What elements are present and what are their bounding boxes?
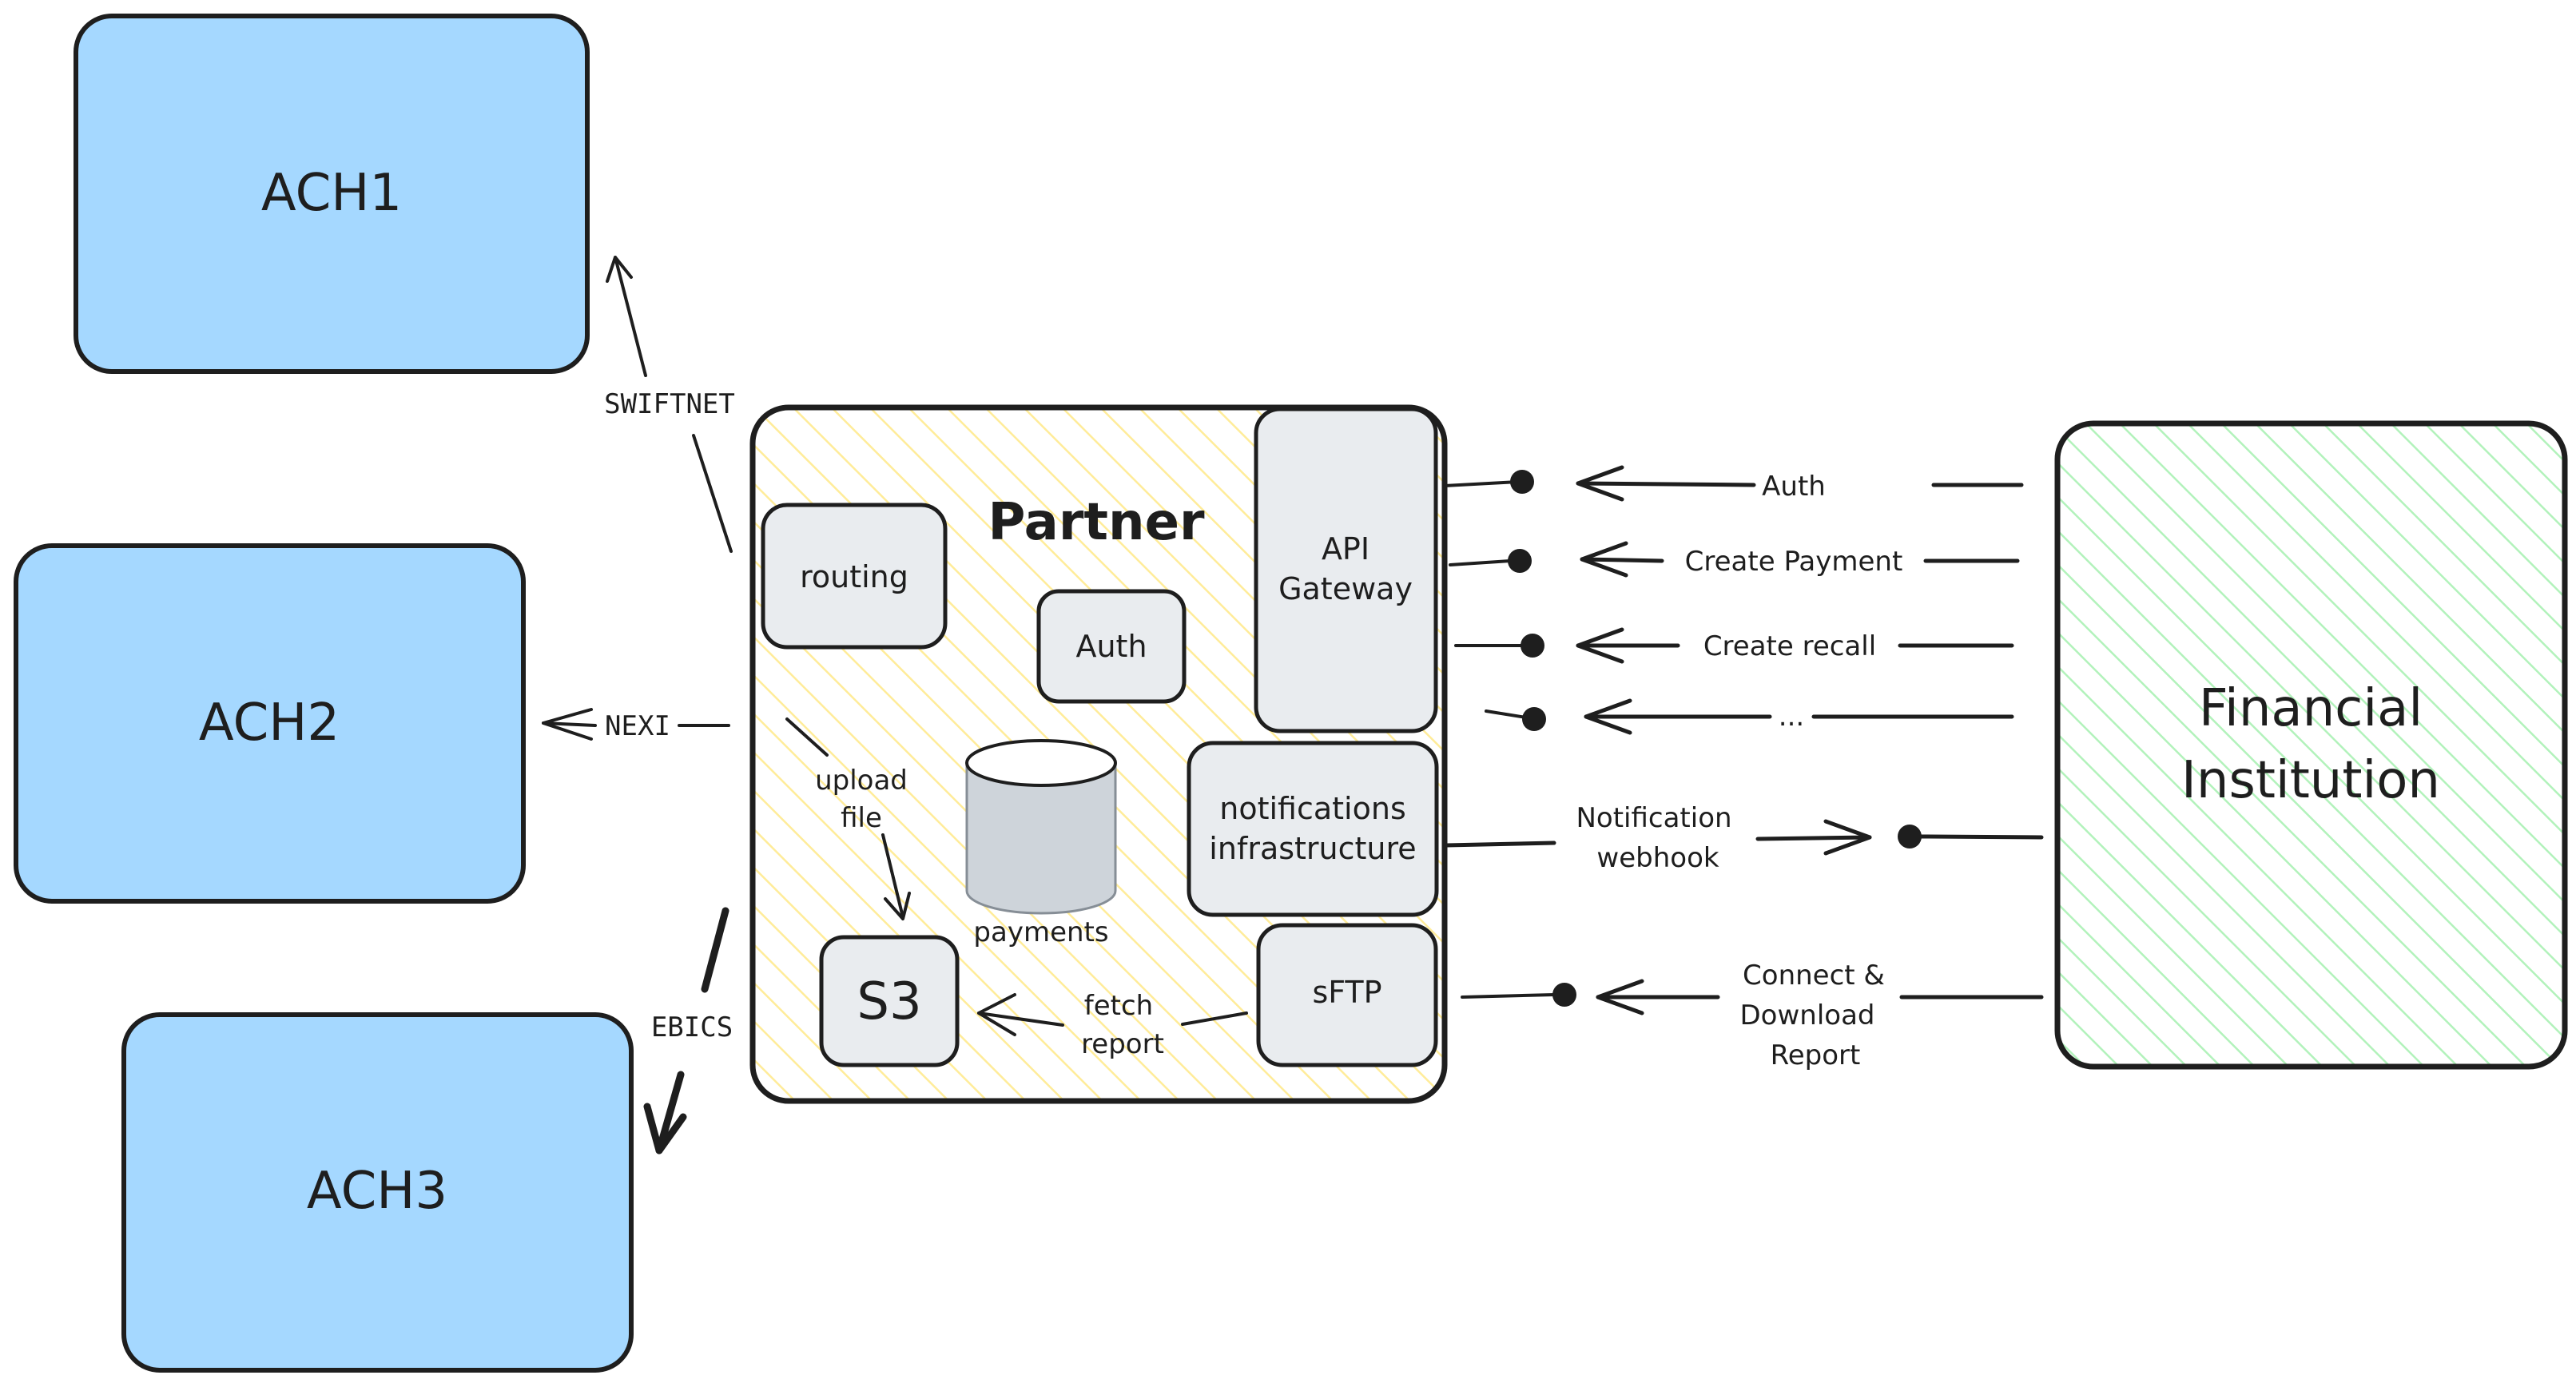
report-label-line2: Download — [1739, 1000, 1874, 1031]
webhook-endpoint-dot — [1898, 825, 1922, 848]
routing-component: routing — [761, 503, 948, 650]
api-gateway-label-line1: API — [1322, 531, 1369, 566]
create-payment-label: Create Payment — [1685, 546, 1903, 578]
fetch-report-label-line1: fetch — [1084, 990, 1153, 1022]
auth-request-label: Auth — [1762, 471, 1826, 503]
upload-file-arrow: upload file — [785, 717, 911, 920]
payments-database: payments — [965, 739, 1117, 948]
routing-label: routing — [800, 559, 908, 594]
ach1-box: ACH1 — [74, 14, 590, 374]
notifications-label-line2: infrastructure — [1209, 831, 1416, 866]
s3-component: S3 — [819, 935, 960, 1067]
upload-file-label-line1: upload — [815, 765, 908, 797]
upload-file-label-line2: file — [841, 802, 882, 834]
s3-label: S3 — [857, 972, 921, 1031]
auth-label: Auth — [1075, 629, 1147, 664]
financial-institution-label-line1: Financial — [2199, 679, 2423, 738]
ach3-box: ACH3 — [121, 1012, 634, 1373]
nexi-label: NEXI — [605, 710, 670, 742]
swiftnet-link: SWIFTNET — [604, 256, 735, 553]
financial-institution-label-line2: Institution — [2181, 751, 2440, 810]
create-payment-arrow: Create Payment — [1449, 541, 2020, 578]
api-gateway-component: API Gateway — [1254, 407, 1438, 733]
report-label-line1: Connect & — [1743, 960, 1885, 992]
connect-download-report-arrow: Connect & Download Report — [1461, 960, 2044, 1071]
ach2-label: ACH2 — [199, 694, 340, 753]
more-requests-arrow: ... — [1485, 698, 2014, 735]
swiftnet-label: SWIFTNET — [604, 388, 735, 420]
notifications-component: notifications infrastructure — [1187, 741, 1439, 917]
create-recall-endpoint-dot — [1521, 634, 1544, 658]
create-payment-endpoint-dot — [1508, 549, 1532, 573]
create-recall-arrow: Create recall — [1454, 627, 2014, 664]
sftp-component: sFTP — [1256, 923, 1438, 1067]
auth-endpoint-dot — [1510, 470, 1534, 494]
sftp-label: sFTP — [1312, 975, 1381, 1010]
webhook-label-line2: webhook — [1596, 842, 1719, 874]
ebics-link: EBICS — [643, 907, 733, 1155]
fetch-report-arrow: fetch report — [977, 990, 1248, 1060]
ach2-box: ACH2 — [14, 543, 526, 904]
auth-component: Auth — [1036, 589, 1187, 704]
ebics-label: EBICS — [651, 1011, 733, 1043]
create-recall-label: Create recall — [1703, 630, 1876, 662]
api-gateway-label-line2: Gateway — [1278, 571, 1413, 606]
auth-request-arrow: Auth — [1443, 465, 2024, 503]
ach1-label: ACH1 — [261, 164, 402, 223]
financial-institution-box: Financial Institution — [2054, 420, 2568, 1070]
partner-title: Partner — [988, 493, 1205, 552]
ach3-label: ACH3 — [307, 1162, 447, 1221]
notifications-label-line1: notifications — [1219, 791, 1406, 826]
fetch-report-label-line2: report — [1081, 1028, 1164, 1060]
notification-webhook-arrow: Notification webhook — [1444, 802, 2044, 874]
payments-label: payments — [973, 916, 1108, 948]
webhook-label-line1: Notification — [1576, 802, 1731, 834]
more-requests-endpoint-dot — [1522, 707, 1546, 731]
report-endpoint-dot — [1552, 983, 1576, 1007]
more-requests-label: ... — [1779, 701, 1804, 733]
report-label-line3: Report — [1771, 1039, 1861, 1071]
nexi-link: NEXI — [542, 708, 730, 742]
